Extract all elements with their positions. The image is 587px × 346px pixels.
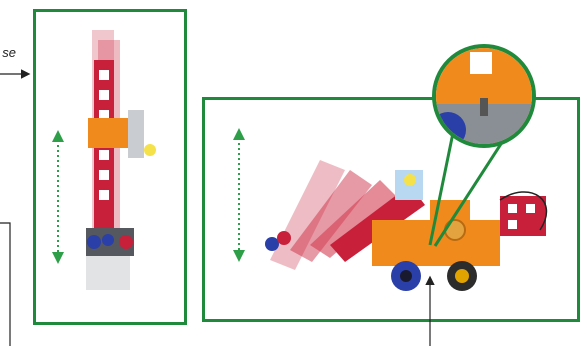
- robot-arm-motion-icon: [265, 160, 546, 291]
- robot-upright-icon: [86, 30, 156, 290]
- vertical-motion-arrow-right: [233, 128, 245, 262]
- bottom-left-pointer: [0, 223, 10, 346]
- vertical-motion-arrow-left: [52, 130, 64, 264]
